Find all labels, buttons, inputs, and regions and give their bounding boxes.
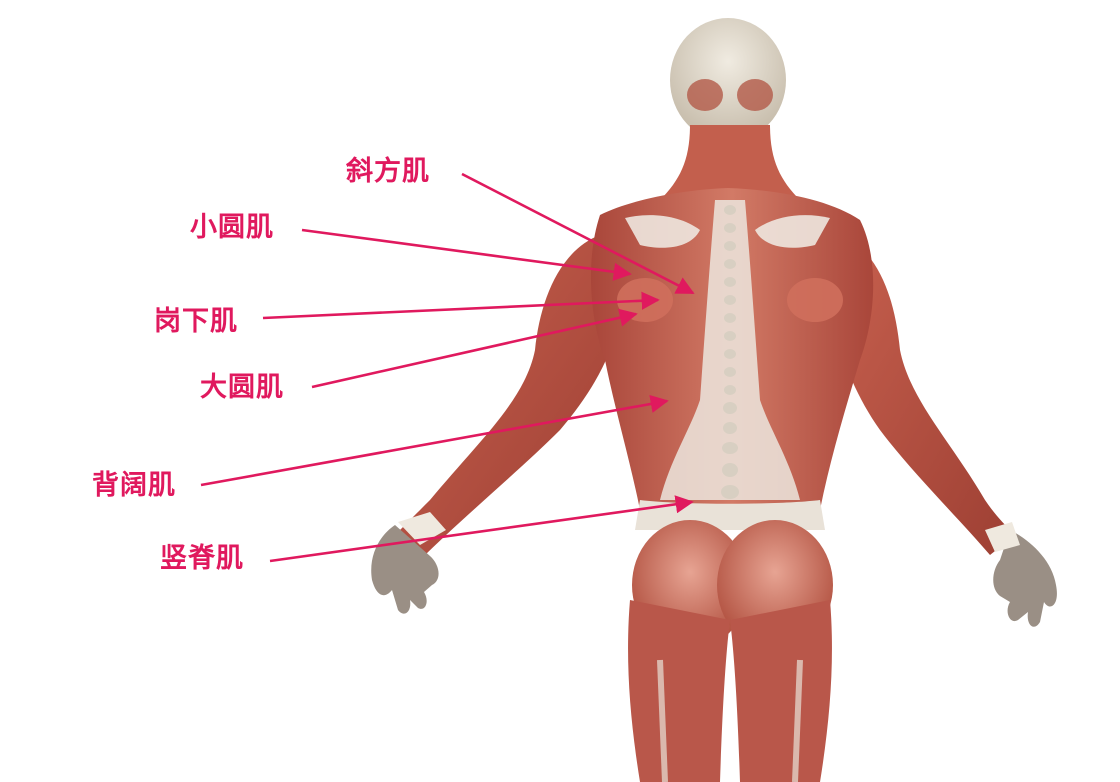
right-leg (730, 600, 832, 782)
label-trapezius: 斜方肌 (346, 156, 430, 187)
body-figure (371, 18, 1057, 782)
head (670, 18, 786, 142)
label-latissimus-dorsi: 背阔肌 (92, 470, 176, 501)
label-teres-major: 大圆肌 (200, 372, 284, 403)
label-teres-minor: 小圆肌 (190, 212, 274, 243)
label-infraspinatus: 岗下肌 (154, 306, 238, 337)
left-wrist-tendon (398, 512, 446, 545)
arrow-trapezius (461, 172, 695, 295)
right-wrist-tendon (985, 522, 1020, 552)
arrow-infraspinatus (262, 291, 660, 320)
arrow-teres-major (311, 308, 638, 389)
right-hand (993, 530, 1057, 627)
right-arm (830, 230, 1015, 555)
left-hand (371, 525, 439, 614)
left-arm (390, 235, 620, 560)
left-leg (628, 600, 730, 782)
arrow-teres-minor (301, 228, 632, 281)
callout-arrows (200, 172, 695, 563)
label-erector-spinae: 竖脊肌 (160, 543, 244, 574)
arrow-erector-spinae (269, 495, 694, 563)
neck (660, 125, 800, 200)
arrow-latissimus (200, 394, 669, 487)
